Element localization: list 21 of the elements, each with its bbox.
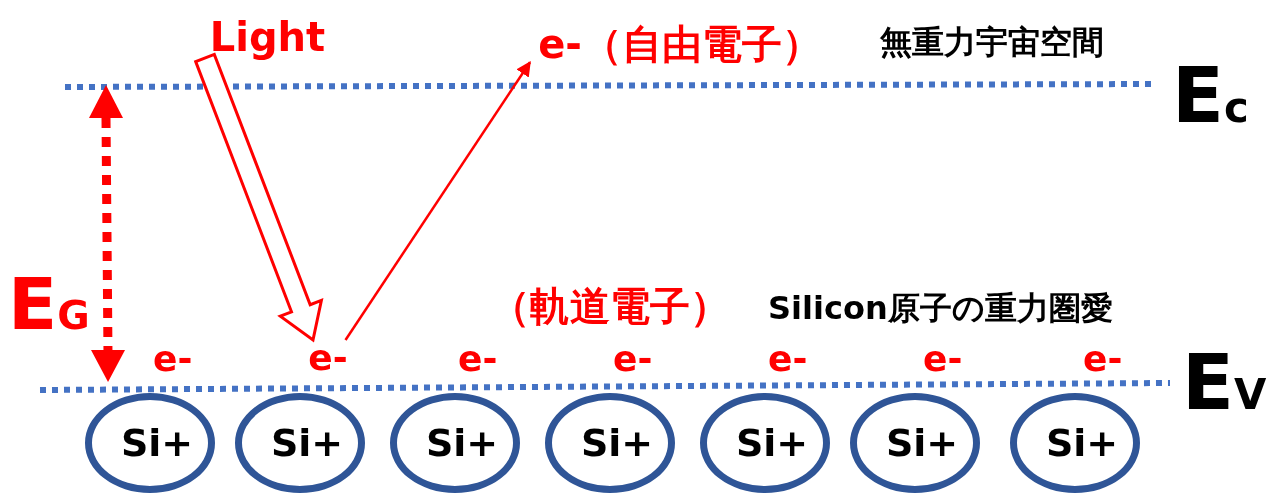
text-label: Silicon原子の重力圏愛 [768,292,1113,324]
atom-ellipse: Si+ [235,393,365,493]
electron-label: e- [768,341,808,377]
electron-label: e- [303,340,353,376]
arrow [193,52,324,343]
arrow [344,60,532,341]
text-label: （軌道電子） [490,286,730,326]
atom-ellipse: Si+ [85,393,215,493]
atom-ellipse: Si+ [390,393,520,493]
atom-ellipse: Si+ [545,393,675,493]
atom-ellipse: Si+ [700,393,830,493]
electron-label: e- [153,341,193,377]
electron-label: e- [613,341,653,377]
electron-label: e- [923,341,963,377]
atom-ellipse: Si+ [850,393,980,493]
electron-label: e- [458,341,498,377]
electron-label: e- [1083,341,1123,377]
atom-ellipse: Si+ [1010,393,1140,493]
text-label: e-（自由電子） [525,18,835,70]
text-label: Light [205,16,330,58]
text-label: 無重力宇宙空間 [880,26,1104,58]
